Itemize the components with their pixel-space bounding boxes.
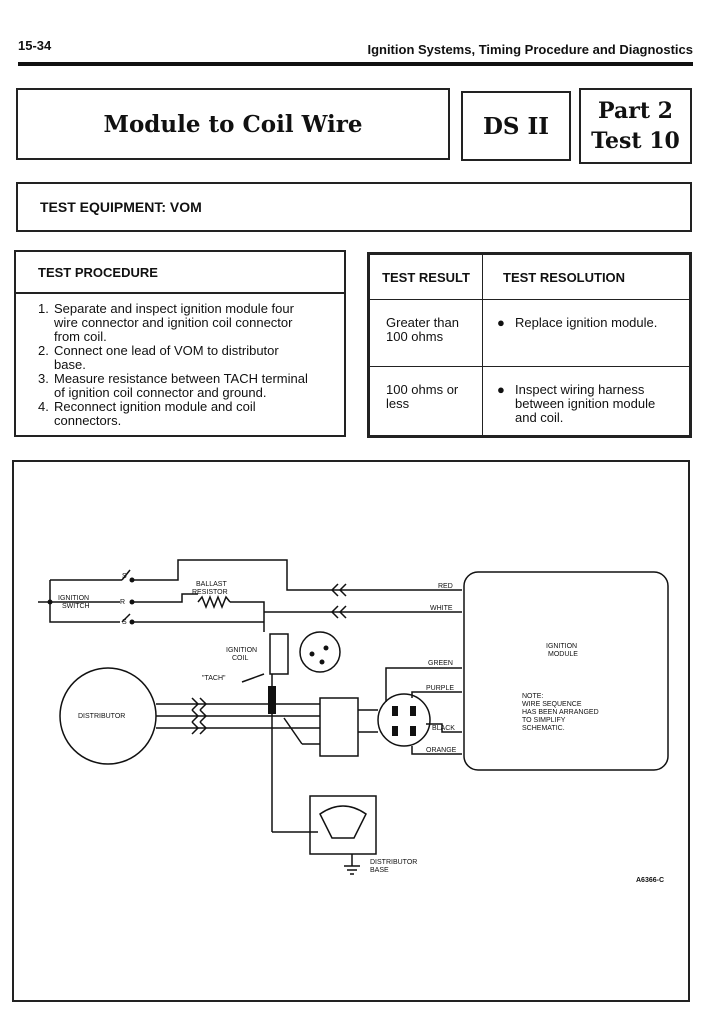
ignition-coil-label: COIL	[232, 655, 248, 662]
ignition-module-label: MODULE	[548, 651, 578, 658]
distributor-base-label: BASE	[370, 867, 389, 874]
page-number: 15-34	[18, 38, 52, 53]
procedure-steps: 1.Separate and inspect ignition module f…	[16, 294, 344, 428]
section-title: Ignition Systems, Timing Procedure and D…	[367, 42, 693, 57]
schematic-note: NOTE:	[522, 693, 543, 700]
part-test-box: Part 2 Test 10	[579, 88, 692, 164]
wire-label-green: GREEN	[428, 660, 453, 667]
tach-label: "TACH"	[202, 675, 226, 682]
wiring-schematic: IGNITION SWITCH S R S BALLAST RESISTOR I…	[38, 559, 669, 884]
test-resolution-header: TEST RESOLUTION	[482, 254, 690, 300]
figure-id: A6366-C	[636, 877, 664, 884]
switch-terminal-r: R	[120, 599, 125, 606]
test-equipment-box: TEST EQUIPMENT: VOM	[16, 182, 692, 232]
ignition-switch-label: IGNITION	[58, 595, 89, 602]
wire-label-purple: PURPLE	[426, 685, 454, 692]
bullet-icon: ●	[497, 382, 505, 397]
part-label: Part 2	[598, 98, 673, 124]
schematic-note: TO SIMPLIFY	[522, 717, 566, 724]
ballast-resistor-label: BALLAST	[196, 581, 227, 588]
distributor-base-label: DISTRIBUTOR	[370, 859, 417, 866]
ignition-coil-label: IGNITION	[226, 647, 257, 654]
wire-label-orange: ORANGE	[426, 747, 457, 754]
system-box: DS II	[461, 91, 571, 161]
header-rule	[18, 62, 693, 66]
wire-label-black: BLACK	[432, 725, 455, 732]
results-table: TEST RESULT TEST RESOLUTION Greater than…	[369, 254, 690, 436]
procedure-step: 1.Separate and inspect ignition module f…	[38, 301, 294, 344]
system-label: DS II	[482, 112, 550, 140]
ignition-module-label: IGNITION	[546, 643, 577, 650]
ballast-resistor-label: RESISTOR	[192, 589, 228, 596]
schematic-note: SCHEMATIC.	[522, 725, 565, 732]
test-equipment-label: TEST EQUIPMENT: VOM	[40, 199, 202, 215]
procedure-step: 2.Connect one lead of VOM to distributor…	[38, 343, 279, 372]
test-label: Test 10	[591, 128, 680, 154]
test-title-box: Module to Coil Wire	[16, 88, 450, 160]
bullet-icon: ●	[497, 315, 505, 330]
test-result-header: TEST RESULT	[369, 254, 483, 300]
wire-label-red: RED	[438, 583, 453, 590]
switch-terminal-s: S	[122, 573, 127, 580]
procedure-step: 3.Measure resistance between TACH termin…	[38, 371, 308, 400]
test-procedure-box: TEST PROCEDURE 1.Separate and inspect ig…	[14, 250, 346, 437]
ignition-switch-label: SWITCH	[62, 603, 90, 610]
schematic-note: HAS BEEN ARRANGED	[522, 709, 599, 716]
switch-terminal-s: S	[122, 619, 127, 626]
distributor-label: DISTRIBUTOR	[78, 713, 125, 720]
resolution-cell: ●Replace ignition module.	[482, 299, 690, 367]
test-procedure-heading: TEST PROCEDURE	[16, 252, 344, 294]
wiring-diagram-box: IGNITION SWITCH S R S BALLAST RESISTOR I…	[12, 460, 690, 1002]
test-results-box: TEST RESULT TEST RESOLUTION Greater than…	[367, 252, 692, 438]
wire-label-white: WHITE	[430, 605, 453, 612]
schematic-note: WIRE SEQUENCE	[522, 701, 582, 708]
test-title: Module to Coil Wire	[103, 110, 363, 138]
